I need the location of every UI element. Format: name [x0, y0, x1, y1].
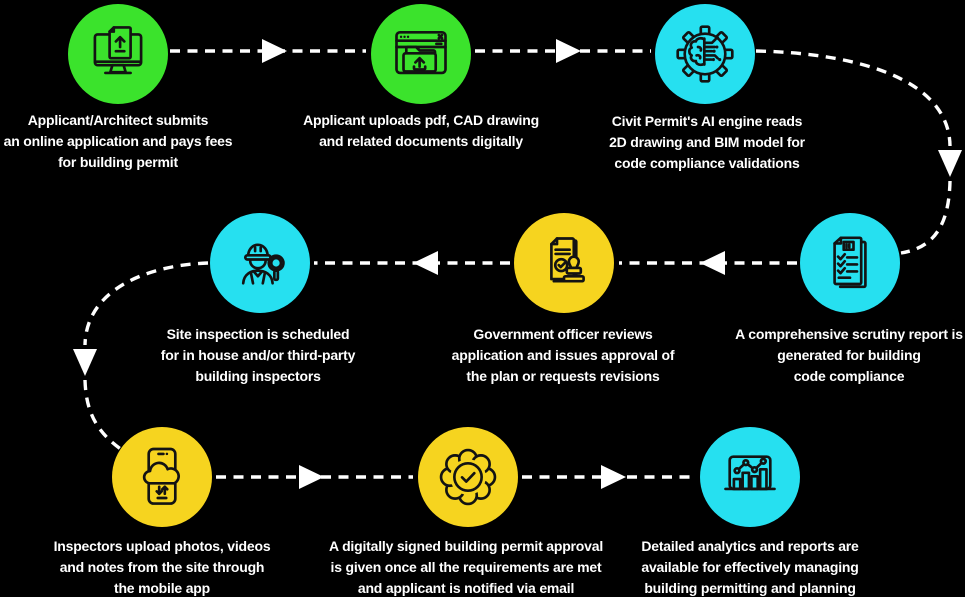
- step-9-circle: [700, 427, 800, 527]
- site-inspector-icon: [241, 243, 285, 285]
- caption-line: available for effectively managing: [641, 559, 859, 575]
- step-9-caption: Detailed analytics and reports are avail…: [641, 536, 858, 597]
- arrowhead-right-3: [299, 465, 324, 489]
- scrutiny-report-icon: [833, 236, 867, 289]
- caption-line: Government officer reviews: [473, 326, 653, 342]
- step-5-circle: [514, 213, 614, 313]
- step-5-caption: Government officer reviews application a…: [452, 324, 675, 387]
- arrowhead-right-4: [601, 465, 626, 489]
- step-1-caption: Applicant/Architect submits an online ap…: [4, 110, 233, 173]
- connector-step3-curve-top: [755, 49, 952, 147]
- caption-line: Applicant/Architect submits: [27, 112, 209, 128]
- step-4-circle: [800, 213, 900, 313]
- caption-line: the plan or requests revisions: [466, 368, 660, 384]
- caption-line: building permitting and planning: [644, 580, 856, 596]
- step-2-caption: Applicant uploads pdf, CAD drawing and r…: [303, 110, 539, 152]
- step-7-caption: Inspectors upload photos, videos and not…: [54, 536, 271, 597]
- document-stamp-icon: [550, 237, 585, 283]
- mobile-cloud-upload-icon: [142, 447, 180, 505]
- caption-line: application and issues approval of: [451, 347, 675, 363]
- caption-line: 2D drawing and BIM model for: [609, 134, 805, 150]
- browser-upload-icon: [395, 30, 447, 75]
- caption-line: code compliance: [793, 368, 905, 384]
- caption-line: Detailed analytics and reports are: [641, 538, 859, 554]
- step-3-circle: [655, 4, 755, 104]
- arrowhead-down-right: [938, 150, 962, 177]
- arrowhead-down-left: [73, 349, 97, 376]
- step-8-caption: A digitally signed building permit appro…: [329, 536, 603, 597]
- desktop-upload-icon: [93, 26, 143, 75]
- arrowhead-left-1: [700, 251, 725, 275]
- connector-step6-curve-bottom: [83, 379, 126, 454]
- caption-line: A digitally signed building permit appro…: [328, 538, 604, 554]
- caption-line: the mobile app: [113, 580, 210, 596]
- approval-badge-icon: [439, 448, 497, 506]
- caption-line: generated for building: [777, 347, 921, 363]
- analytics-report-icon: [724, 455, 776, 491]
- caption-line: for building permit: [58, 154, 178, 170]
- arrowhead-right-1: [262, 39, 287, 63]
- step-2-circle: [371, 4, 471, 104]
- caption-line: code compliance validations: [614, 155, 800, 171]
- step-7-circle: [112, 427, 212, 527]
- caption-line: Site inspection is scheduled: [166, 326, 350, 342]
- step-8-circle: [418, 427, 518, 527]
- caption-line: A comprehensive scrutiny report is: [735, 326, 963, 342]
- caption-line: is given once all the requirements are m…: [330, 559, 602, 575]
- step-6-circle: [210, 213, 310, 313]
- caption-line: for in house and/or third-party: [160, 347, 356, 363]
- caption-line: Inspectors upload photos, videos: [53, 538, 271, 554]
- step-4-caption: A comprehensive scrutiny report is gener…: [735, 324, 963, 387]
- step-3-caption: Civit Permit's AI engine reads 2D drawin…: [609, 111, 805, 174]
- arrowhead-left-2: [413, 251, 438, 275]
- connector-step3-curve-bottom: [900, 180, 952, 255]
- connector-step6-curve-top: [83, 261, 209, 346]
- caption-line: Civit Permit's AI engine reads: [611, 113, 803, 129]
- caption-line: an online application and pays fees: [3, 133, 233, 149]
- ai-gear-brain-icon: [676, 25, 734, 83]
- arrowhead-right-2: [556, 39, 581, 63]
- caption-line: building inspectors: [195, 368, 321, 384]
- caption-line: and related documents digitally: [319, 133, 523, 149]
- caption-line: Applicant uploads pdf, CAD drawing: [303, 112, 539, 128]
- step-1-circle: [68, 4, 168, 104]
- caption-line: and notes from the site through: [59, 559, 265, 575]
- caption-line: and applicant is notified via email: [357, 580, 575, 596]
- step-6-caption: Site inspection is scheduled for in hous…: [160, 324, 356, 387]
